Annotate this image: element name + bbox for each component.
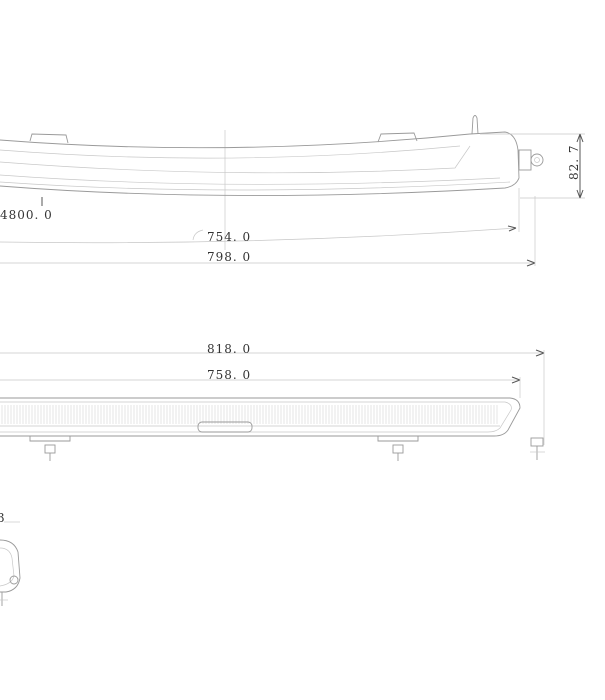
height-arrow-top [576, 133, 584, 143]
front-bar-outline [0, 397, 521, 437]
dim-798-label: 798. 0 [207, 250, 251, 264]
dim-754-line [0, 227, 517, 244]
led-array [1, 405, 498, 424]
height-arrow-bottom [576, 189, 584, 199]
lens-line-bottom [0, 181, 511, 191]
side-view: 3 [0, 511, 21, 606]
dim-754-arrow [507, 225, 517, 232]
side-profile-inner [0, 547, 15, 587]
center-arc [192, 229, 204, 241]
lens-line-lower [0, 174, 501, 185]
side-detail-label: 3 [0, 511, 6, 525]
side-profile [0, 539, 21, 593]
dim-818-arrow [535, 349, 545, 357]
mount-tab-right [377, 132, 418, 143]
front-view: 818. 0 758. 0 [0, 342, 545, 461]
dim-754-label: 754. 0 [207, 230, 251, 244]
side-bolt [9, 575, 19, 585]
top-post [471, 115, 479, 135]
bar-body-outline [0, 131, 520, 196]
mount-foot-end [530, 437, 545, 460]
radius-label: 4800. 0 [0, 208, 53, 222]
dim-798-arrow [526, 259, 536, 267]
dim-758-label: 758. 0 [207, 368, 251, 382]
lens-line-upper [0, 145, 461, 159]
mount-foot-left [29, 436, 71, 461]
center-badge [197, 421, 253, 433]
lens-line-mid [0, 145, 471, 174]
top-view: 4800. 0 754. 0 798. 0 82. 7 [0, 115, 585, 267]
dim-758-arrow [511, 376, 521, 384]
mount-tab-left [29, 133, 69, 144]
height-label: 82. 7 [567, 144, 581, 180]
front-lens-outline [0, 401, 512, 433]
dim-818-label: 818. 0 [207, 342, 251, 356]
end-bracket [518, 149, 544, 171]
mount-foot-right [377, 436, 419, 461]
